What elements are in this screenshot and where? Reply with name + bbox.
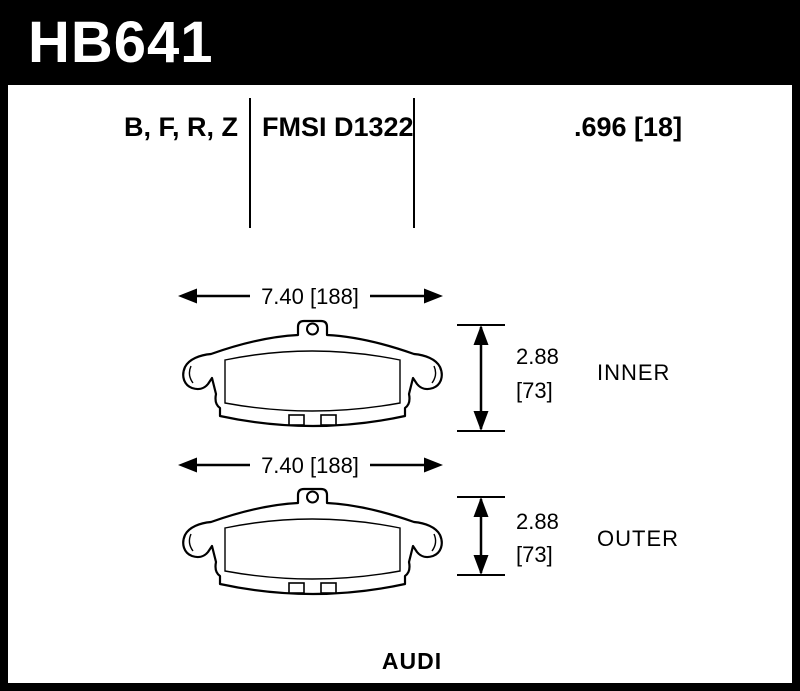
inner-label: INNER <box>597 360 670 385</box>
dimension-arrow-down-icon <box>473 411 489 431</box>
dimension-arrow-right-icon <box>424 457 443 473</box>
outer-label: OUTER <box>597 526 679 551</box>
vehicle-make: AUDI <box>381 648 443 674</box>
dimension-arrow-down-icon <box>473 555 489 575</box>
inner-height-dim-mm: [73] <box>516 378 553 403</box>
outer-height-dimension: 2.88 [73] OUTER <box>457 496 679 576</box>
brake-pad-outer-outline <box>182 487 443 596</box>
dimension-arrow-up-icon <box>473 325 489 345</box>
technical-drawing: 7.40 [188] 2.88 [73] INNER 7.40 [188] <box>178 284 679 596</box>
dimension-arrow-left-icon <box>178 457 197 473</box>
outer-height-dim-mm: [73] <box>516 542 553 567</box>
inner-height-dim-in: 2.88 <box>516 344 559 369</box>
header-bar: HB641 <box>0 0 800 85</box>
outer-width-dimension: 7.40 [188] <box>178 453 443 478</box>
outer-width-dim-label: 7.40 [188] <box>261 453 359 478</box>
content-area: B, F, R, Z FMSI D1322 .696 [18] <box>8 85 792 683</box>
outer-height-dim-in: 2.88 <box>516 509 559 534</box>
header-divider-1 <box>249 98 251 228</box>
part-number: HB641 <box>28 10 214 75</box>
fmsi-number: FMSI D1322 <box>262 112 414 142</box>
inner-width-dimension: 7.40 [188] <box>178 284 443 309</box>
dimension-arrow-right-icon <box>424 288 443 304</box>
header-divider-2 <box>413 98 415 228</box>
inner-width-dim-label: 7.40 [188] <box>261 284 359 309</box>
brake-pad-inner-outline <box>182 319 443 428</box>
pad-thickness-spec: .696 [18] <box>574 112 683 142</box>
dimension-arrow-up-icon <box>473 497 489 517</box>
dimension-arrow-left-icon <box>178 288 197 304</box>
compound-codes: B, F, R, Z <box>124 112 238 142</box>
inner-height-dimension: 2.88 [73] INNER <box>457 324 670 432</box>
